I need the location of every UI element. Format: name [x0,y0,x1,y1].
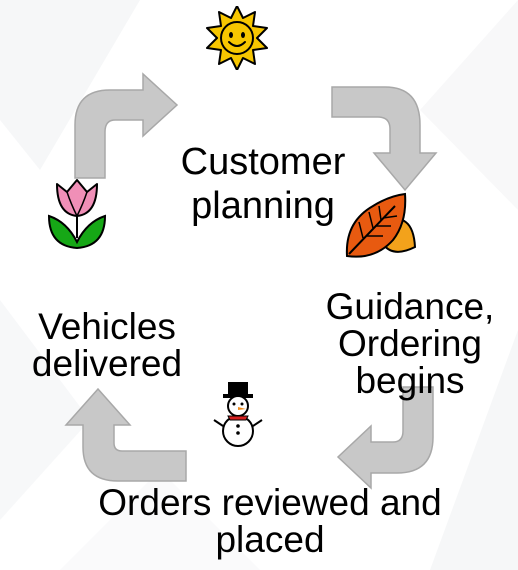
customer-planning-line-2: planning [191,185,335,227]
cycle-arrow-bottom-right [336,386,434,490]
cycle-arrow-top-left [74,72,179,179]
sun-with-face-icon [206,6,268,70]
vehicles-line-2: delivered [31,343,183,384]
guidance-line-3: begins [355,360,465,401]
guidance-ordering-label: Guidance, Ordering begins [302,288,518,399]
orders-line-1: Orders reviewed and [98,482,442,523]
fallen-leaf-icon [345,192,417,258]
orders-reviewed-label: Orders reviewed and placed [40,484,500,558]
guidance-line-2: Ordering [338,323,482,364]
customer-planning-label: Customer planning [158,143,368,225]
orders-line-2: placed [215,519,325,560]
tulip-icon [47,179,107,250]
snowman-icon [213,382,263,447]
vehicles-delivered-label: Vehicles delivered [12,308,202,382]
cycle-arrow-bottom-left [64,387,187,482]
customer-planning-line-1: Customer [180,141,346,183]
cycle-arrow-top-right [331,86,438,192]
vehicles-line-1: Vehicles [38,306,176,347]
guidance-line-1: Guidance, [325,286,495,327]
